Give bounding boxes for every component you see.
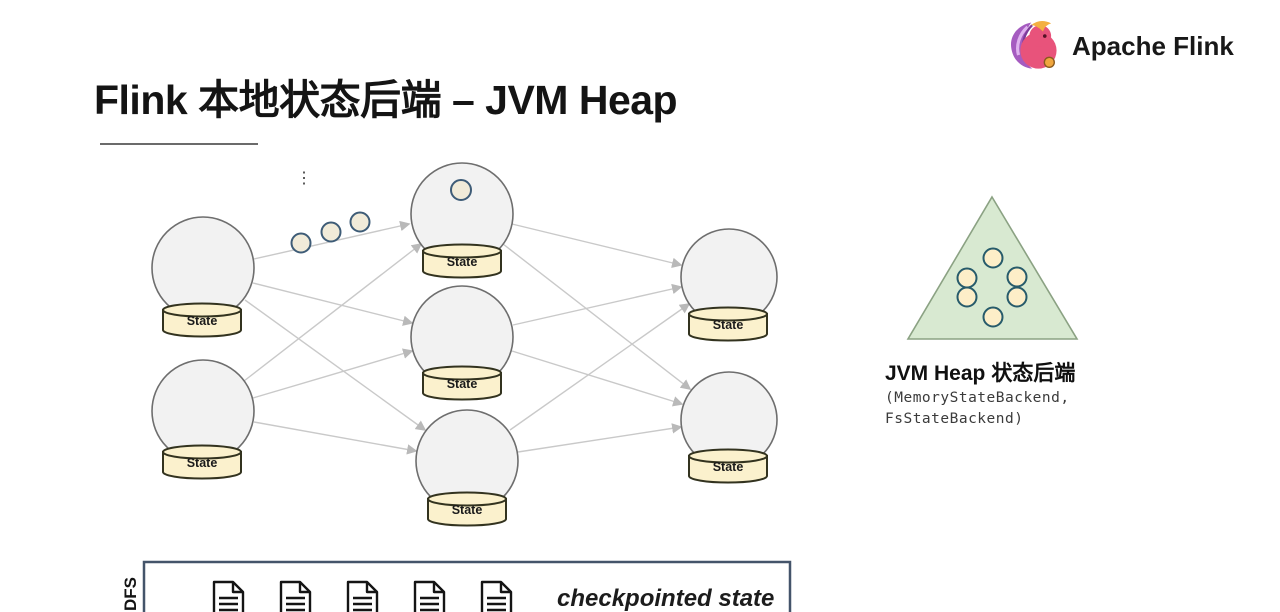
backend-heading-latin: JVM Heap bbox=[885, 362, 986, 385]
state-label: State bbox=[447, 377, 478, 391]
state-cylinder-icon bbox=[422, 365, 502, 401]
brand-header: Apache Flink bbox=[1004, 16, 1234, 76]
brand-name: Apache Flink bbox=[1072, 30, 1234, 61]
document-icon bbox=[212, 580, 245, 612]
title-underline bbox=[100, 143, 258, 145]
heap-dot bbox=[1006, 286, 1028, 308]
checkpoint-box bbox=[142, 560, 792, 612]
state-label: State bbox=[713, 318, 744, 332]
state-cylinder-icon bbox=[688, 448, 768, 484]
shuffle-arrows bbox=[243, 220, 692, 455]
heap-dot bbox=[982, 306, 1004, 328]
state-label: State bbox=[447, 255, 478, 269]
heap-state-dots bbox=[956, 247, 1028, 328]
document-icon bbox=[480, 580, 513, 612]
document-icon bbox=[279, 580, 312, 612]
heap-dot bbox=[956, 267, 978, 289]
stream-record-dots bbox=[290, 179, 472, 254]
document-icon bbox=[413, 580, 446, 612]
checkpoint-file-icons bbox=[212, 580, 513, 612]
state-cylinder-icon bbox=[688, 306, 768, 342]
state-label: State bbox=[452, 503, 483, 517]
record-dot-in-task bbox=[450, 179, 472, 201]
backend-class-line-1: (MemoryStateBackend, bbox=[885, 390, 1070, 407]
record-dot bbox=[320, 221, 342, 243]
record-dot bbox=[290, 232, 312, 254]
state-label: State bbox=[187, 314, 218, 328]
state-labels: State State State State State State Stat… bbox=[187, 255, 744, 517]
heap-dot bbox=[956, 286, 978, 308]
task-circles bbox=[151, 162, 778, 513]
storage-label: DFS bbox=[121, 577, 140, 611]
state-cylinder-icon bbox=[427, 491, 507, 527]
record-dot bbox=[349, 211, 371, 233]
page-title: Flink 本地状态后端 – JVM Heap bbox=[94, 77, 678, 123]
heap-dot bbox=[1006, 266, 1028, 288]
state-cylinder-icon bbox=[162, 302, 242, 338]
heap-dot bbox=[982, 247, 1004, 269]
state-label: State bbox=[713, 460, 744, 474]
checkpointed-state-label: checkpointed state bbox=[557, 585, 774, 612]
state-cylinders bbox=[162, 243, 768, 527]
backend-heading-cn: 状态后端 bbox=[991, 362, 1076, 385]
flink-squirrel-icon bbox=[1010, 21, 1057, 69]
state-label: State bbox=[187, 456, 218, 470]
state-cylinder-icon bbox=[162, 444, 242, 480]
more-streams-ellipsis: ⋮ bbox=[296, 170, 312, 187]
document-icon bbox=[346, 580, 379, 612]
state-cylinder-icon bbox=[422, 243, 502, 279]
backend-class-line-2: FsStateBackend) bbox=[885, 410, 1024, 427]
